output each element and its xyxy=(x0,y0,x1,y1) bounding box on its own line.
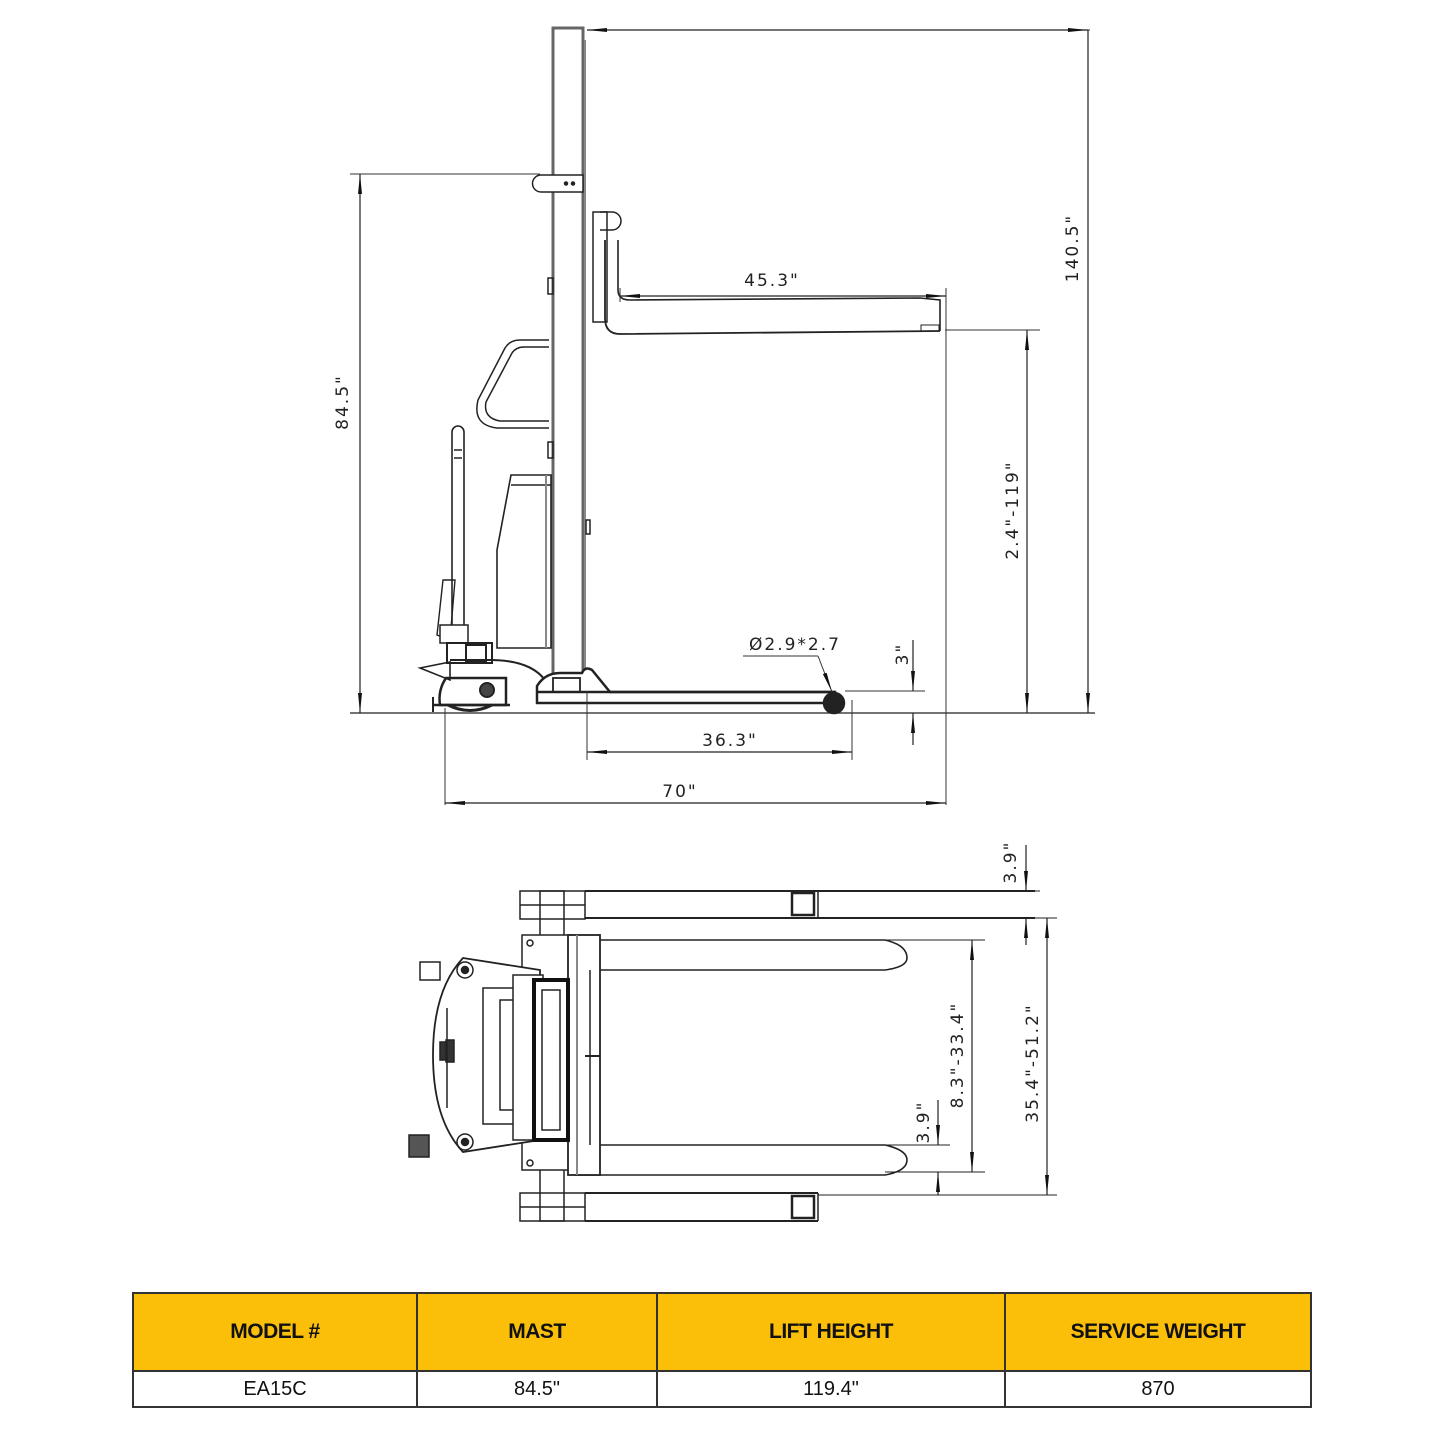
dim-fork-spread: 8.3"-33.4" xyxy=(948,1002,968,1109)
side-view: 140.5" 84.5" 45.3" 2.4"-119" Ø2.9*2.7 3"… xyxy=(333,26,1095,805)
spec-table: MODEL # MAST LIFT HEIGHT SERVICE WEIGHT … xyxy=(132,1292,1312,1408)
dimension-lines xyxy=(358,28,1090,805)
table-row: EA15C 84.5" 119.4" 870 xyxy=(132,1370,1312,1408)
extension-lines xyxy=(350,29,1090,805)
top-dimension-lines xyxy=(936,845,1049,1195)
cell-service-weight: 870 xyxy=(1004,1370,1312,1408)
dim-fork-width: 3.9" xyxy=(914,1101,934,1144)
top-drive-unit xyxy=(408,957,570,1158)
dim-fork-length: 45.3" xyxy=(744,271,800,291)
dim-overall-height: 140.5" xyxy=(1063,214,1083,283)
mast xyxy=(531,26,591,680)
cell-mast: 84.5" xyxy=(416,1370,658,1408)
top-outrigger-lower xyxy=(519,1192,819,1222)
col-model: MODEL # xyxy=(132,1292,418,1372)
col-service-weight: SERVICE WEIGHT xyxy=(1004,1292,1312,1372)
cell-model: EA15C xyxy=(132,1370,418,1408)
spec-table-header-row: MODEL # MAST LIFT HEIGHT SERVICE WEIGHT xyxy=(132,1292,1312,1372)
dim-outrigger-length: 36.3" xyxy=(702,731,758,751)
power-unit xyxy=(496,474,552,649)
col-mast: MAST xyxy=(416,1292,658,1372)
stacker-technical-drawing: 140.5" 84.5" 45.3" 2.4"-119" Ø2.9*2.7 3"… xyxy=(333,26,1095,1222)
dim-wheel-size: Ø2.9*2.7 xyxy=(749,635,841,655)
side-dimension-labels: 140.5" 84.5" 45.3" 2.4"-119" Ø2.9*2.7 3"… xyxy=(333,214,1083,802)
dim-lift-range: 2.4"-119" xyxy=(1003,460,1023,559)
dim-mast-height: 84.5" xyxy=(333,374,353,430)
fork-carriage xyxy=(592,211,941,335)
drive-unit xyxy=(417,642,555,712)
tiller-handle xyxy=(436,425,469,644)
top-dimension-labels: 3.9" 8.3"-33.4" 35.4"-51.2" 3.9" xyxy=(914,841,1043,1144)
operator-guard xyxy=(476,339,549,429)
dim-outrigger-spread: 35.4"-51.2" xyxy=(1023,1003,1043,1122)
top-outrigger-upper xyxy=(519,890,1035,920)
top-extension-lines xyxy=(818,890,1057,1196)
col-lift-height: LIFT HEIGHT xyxy=(656,1292,1006,1372)
top-forks xyxy=(567,934,908,1176)
dim-outrigger-width-top: 3.9" xyxy=(1001,841,1021,884)
top-view: 3.9" 8.3"-33.4" 35.4"-51.2" 3.9" xyxy=(408,841,1057,1222)
dim-fork-clearance: 3" xyxy=(893,643,913,666)
load-wheel xyxy=(822,691,846,715)
outrigger xyxy=(535,667,846,715)
cell-lift-height: 119.4" xyxy=(656,1370,1006,1408)
dim-overall-length: 70" xyxy=(662,782,697,802)
